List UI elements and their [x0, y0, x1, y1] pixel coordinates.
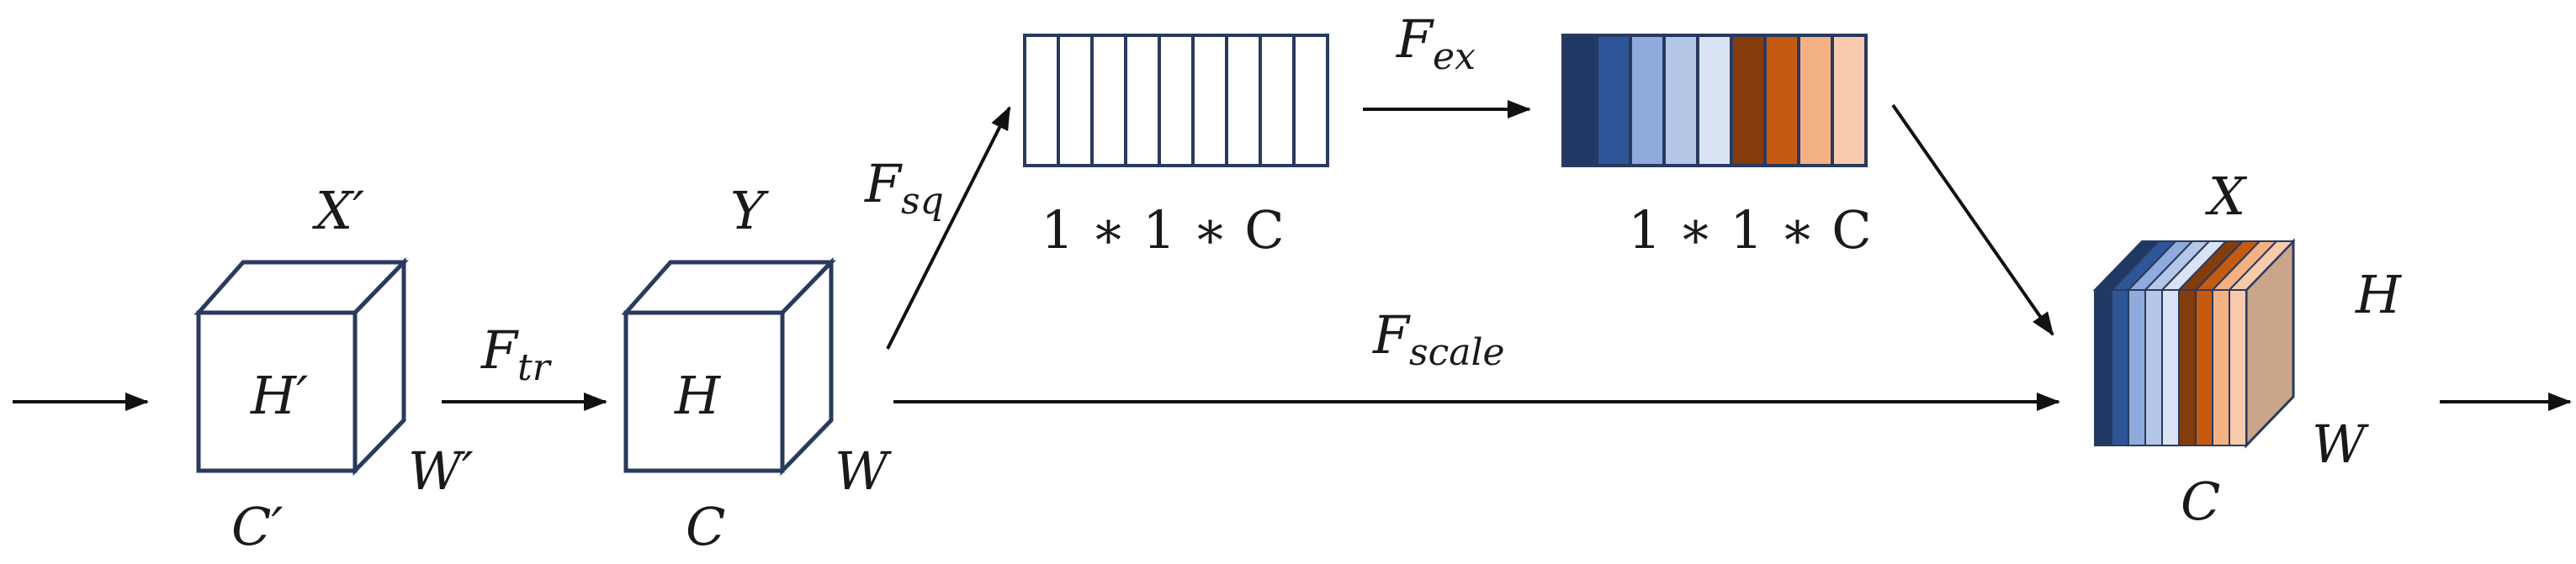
output-cube-top-label: X [2205, 166, 2248, 227]
excited-channel-cell-3 [1629, 34, 1666, 167]
squeeze-arrow [886, 106, 1011, 350]
squeezed-channel-cell-7 [1225, 34, 1262, 167]
squeezed-channel-cell-2 [1057, 34, 1094, 167]
squeeze-op-label: Fsq [864, 153, 944, 223]
excited-channel-cell-2 [1595, 34, 1632, 167]
output-slice-8 [2212, 289, 2230, 446]
squeezed-channel-cell-1 [1023, 34, 1060, 167]
squeezed-channel-cell-5 [1158, 34, 1195, 167]
u-cube-right-label: W [835, 440, 892, 502]
transformed-feature-cube [621, 256, 836, 477]
output-cube-right-top-label: H [2355, 264, 2403, 325]
input-cube-center-label: H′ [250, 365, 308, 426]
input-cube-top-label: X′ [312, 180, 364, 241]
excited-channel-cell-5 [1696, 34, 1733, 167]
recalibration-arrow [1891, 103, 2054, 336]
squeezed-channel-cell-4 [1124, 34, 1161, 167]
excited-channel-weights [1561, 34, 1868, 167]
output-slice-2 [2111, 289, 2129, 446]
input-cube-right-label: W′ [408, 440, 474, 502]
excitation-op-label: Fex [1396, 8, 1476, 78]
excited-channel-cell-4 [1662, 34, 1699, 167]
output-slice-7 [2195, 289, 2213, 446]
output-slice-3 [2128, 289, 2146, 446]
u-cube-center-label: H [674, 365, 722, 426]
u-cube-bottom-label: C [686, 496, 725, 557]
scale-op-label: Fscale [1372, 304, 1505, 374]
output-slice-1 [2094, 289, 2112, 446]
squeezed-channel-cell-6 [1191, 34, 1228, 167]
input-feature-cube [193, 256, 409, 477]
excited-channel-cell-6 [1730, 34, 1767, 167]
excited-channel-cell-7 [1763, 34, 1800, 167]
output-slice-9 [2229, 289, 2247, 446]
squeezed-channel-cell-8 [1259, 34, 1296, 167]
output-scaled-feature-cube [2092, 238, 2296, 449]
excited-vector-dims: 1 ∗ 1 ∗ C [1628, 199, 1871, 261]
input-cube-bottom-label: C′ [231, 496, 284, 557]
squeezed-channel-cell-9 [1292, 34, 1329, 167]
output-cube-right-bottom-label: W [2312, 414, 2369, 475]
output-cube-bottom-label: C [2181, 471, 2220, 532]
excited-channel-cell-8 [1797, 34, 1834, 167]
output-slice-4 [2144, 289, 2163, 446]
transform-op-label: Ftr [480, 319, 553, 389]
squeezed-channel-vector [1023, 34, 1329, 167]
excited-channel-cell-9 [1831, 34, 1868, 167]
output-slice-6 [2178, 289, 2197, 446]
excited-channel-cell-1 [1561, 34, 1598, 167]
u-cube-top-label: Y [730, 180, 769, 241]
squeezed-vector-dims: 1 ∗ 1 ∗ C [1041, 199, 1284, 261]
squeezed-channel-cell-3 [1090, 34, 1127, 167]
output-slice-5 [2161, 289, 2180, 446]
